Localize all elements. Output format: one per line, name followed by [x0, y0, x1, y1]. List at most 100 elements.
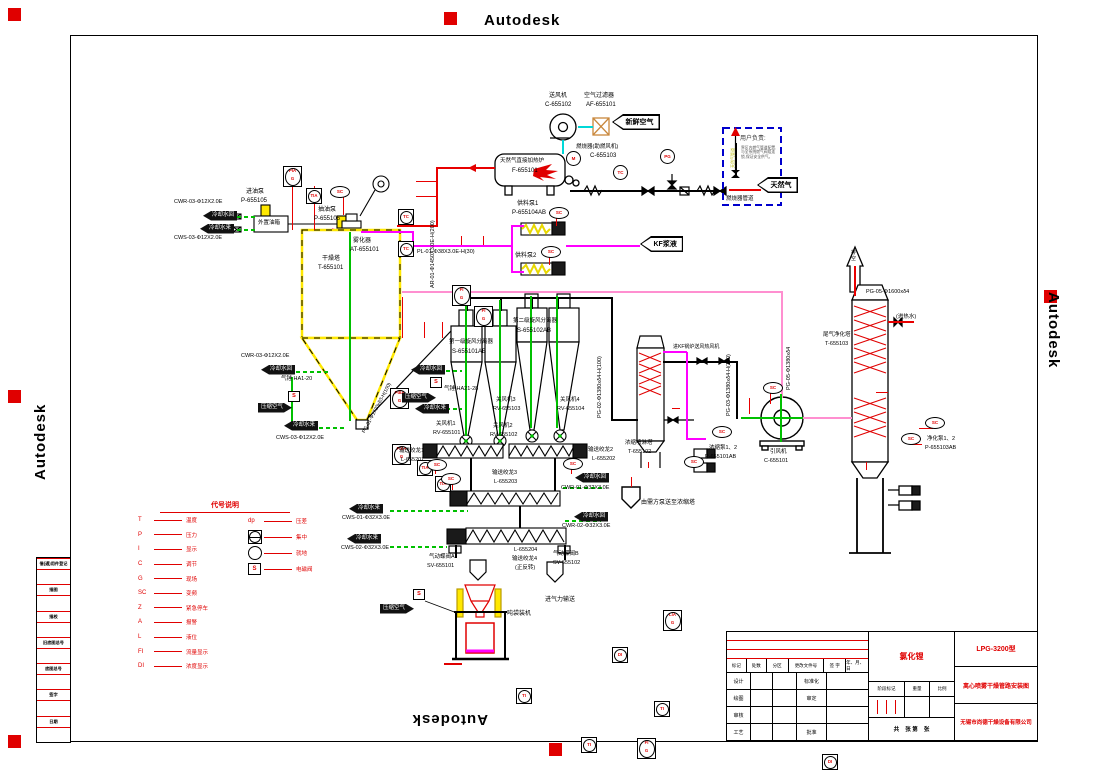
- to-concentrator-note: 由需方泵送至浓缩塔: [641, 500, 696, 506]
- pipe: [562, 140, 564, 154]
- hot-water-inlet-label: (进热水): [896, 314, 917, 320]
- label: P-655106: [314, 216, 341, 222]
- air-hammer-label: 气锤 HA1-20: [281, 376, 313, 382]
- pipe: [770, 392, 772, 404]
- pipe: [511, 271, 524, 273]
- centralized-symbol: [248, 530, 262, 544]
- pipe: [298, 427, 344, 429]
- pipe: [663, 361, 737, 363]
- tia-instrument: TIA: [306, 188, 322, 204]
- margin-row-label: 签字: [37, 689, 70, 702]
- pneumatic-valve-a-label: 气动蝶阀A: [429, 554, 455, 560]
- screw-conveyor2-label: 输送绞龙2: [588, 447, 614, 453]
- rev-header: 签 字: [824, 659, 847, 672]
- pipe: [631, 477, 633, 487]
- revision-table: 标记 处数 分区 更改文件号 签 字 年、月、日 设计 标准化 绘图 审定 审核: [727, 632, 869, 740]
- pipe-label: CWR-01-Φ32X3.0E: [561, 485, 610, 491]
- pipe-label: CWS-01-Φ32X3.0E: [342, 515, 391, 521]
- pipe: [554, 458, 556, 491]
- autodesk-watermark-top: Autodesk: [484, 12, 561, 29]
- sc-instrument: SC: [712, 426, 732, 438]
- tc-instrument: TC: [398, 241, 414, 257]
- sc-instrument: SC: [330, 186, 350, 198]
- di-instrument: DI: [612, 647, 628, 663]
- pdia-instrument: PdIA G: [392, 444, 411, 465]
- sc-instrument: SC: [541, 246, 561, 258]
- screw-conveyor1-label: 输送绞龙1: [399, 448, 425, 454]
- pipe: [446, 370, 462, 372]
- pipe: [557, 298, 559, 309]
- cooling-water-return-tag: 冷却水回: [574, 512, 609, 522]
- margin-title-strip: 借(通)用件登记描图描校旧底图总号底图总号签字日期: [36, 557, 71, 743]
- tc-instrument: TC: [398, 209, 414, 225]
- pipe: [511, 225, 513, 273]
- margin-row-label: 描图: [37, 584, 70, 597]
- pipe: [292, 186, 294, 230]
- label: L-655202: [592, 456, 616, 462]
- label: C-655101: [764, 458, 789, 464]
- sc-instrument: SC: [563, 458, 583, 470]
- pipe: [291, 377, 293, 428]
- pneumatic-valve-b-label: 气动蝶阀B: [553, 551, 579, 557]
- lia-instrument: LIA G: [663, 610, 682, 631]
- pipe: [519, 506, 521, 528]
- solenoid-valve: S: [288, 391, 300, 402]
- rotary-valve1-label: 关风机1: [436, 421, 456, 427]
- pipe: [531, 298, 533, 309]
- pg-instrument: PG: [660, 149, 675, 164]
- pipe-label: CWR-02-Φ32X3.0E: [562, 523, 611, 529]
- pipe: [888, 321, 914, 323]
- solenoid-valve: S: [413, 589, 425, 600]
- pipe: [424, 322, 426, 338]
- pipe: [314, 186, 316, 230]
- label: F-655101: [512, 168, 538, 174]
- sc-instrument: SC: [441, 473, 461, 485]
- pipe: [663, 351, 687, 353]
- autodesk-watermark-left: Autodesk: [32, 403, 49, 480]
- rotary-valve2-label: 关风机2: [493, 423, 513, 429]
- feed-pump2-label: 供料泵2: [515, 253, 537, 259]
- cooling-water-return-tag: 冷却水回: [411, 365, 446, 375]
- pipe: [729, 189, 761, 191]
- cooling-water-supply-tag: 冷却水来: [347, 534, 382, 544]
- pipe: [397, 225, 438, 227]
- autodesk-watermark-right: Autodesk: [1045, 292, 1062, 369]
- pipe: [402, 291, 782, 293]
- natural-gas-arrow: 天然气: [757, 177, 798, 193]
- label: RV-655101: [433, 430, 461, 436]
- sc-instrument: SC: [549, 207, 569, 219]
- solenoid-valve: S: [430, 377, 442, 388]
- pipe: [437, 167, 495, 169]
- pipe: [570, 190, 723, 192]
- pia-instrument: PIA G: [283, 166, 302, 187]
- pipe: [390, 510, 468, 512]
- label: SV-655101: [427, 563, 455, 569]
- label: (正反转): [515, 565, 536, 571]
- pipe: [780, 394, 782, 442]
- pipe: [912, 444, 922, 446]
- compressed-air-tag: 压缩空气: [380, 604, 414, 614]
- label: P-655104AB: [512, 210, 547, 216]
- pipe: [611, 419, 638, 421]
- label: P-655105: [241, 198, 268, 204]
- user-scope-note: 用户负责:: [740, 136, 766, 142]
- vent-label: 排 空: [851, 250, 857, 262]
- fresh-air-arrow: 新鲜空气: [612, 114, 660, 130]
- label: T-655103: [825, 341, 849, 347]
- pipe: [564, 545, 566, 560]
- rev-header: 年、月、日: [846, 659, 865, 671]
- title-block-middle: 氯化锂 阶段标记 重量 比例 共 张 第 张: [869, 632, 955, 740]
- company-name: 无锡市尚德干燥设备有限公司: [960, 719, 1032, 726]
- margin-row-label: 借(通)用件登记: [37, 558, 70, 570]
- air-hammer-label: 气锤 HA21-28: [444, 386, 479, 392]
- spray-scrubber-label: 浓缩喷淋塔: [625, 440, 653, 446]
- title-block: 标记 处数 分区 更改文件号 签 字 年、月、日 设计 标准化 绘图 审定 审核: [726, 631, 1038, 741]
- pipe: [578, 126, 593, 128]
